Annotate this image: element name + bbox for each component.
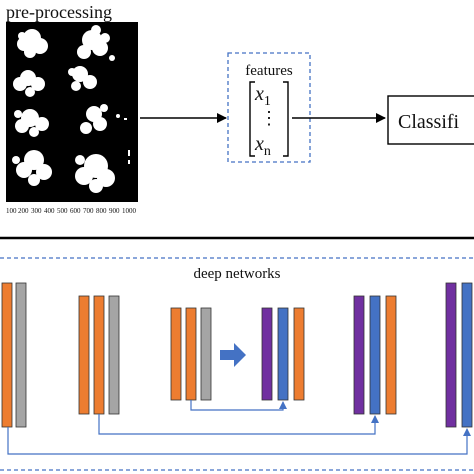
axis-tick: 200 xyxy=(18,207,29,215)
binary-image xyxy=(6,22,138,202)
axis-tick: 500 xyxy=(57,207,68,215)
axis-tick: 100 xyxy=(6,207,17,215)
orange-layer xyxy=(185,307,197,401)
classifier-box xyxy=(387,95,474,145)
orange-layer xyxy=(385,295,397,415)
orange-layer xyxy=(293,307,305,401)
gray-layer xyxy=(15,282,27,428)
skip-connection xyxy=(190,400,287,411)
orange-layer xyxy=(1,282,13,428)
orange-layer xyxy=(93,295,105,415)
axis-tick: 300 xyxy=(31,207,42,215)
feature-ellipsis: ⋮ xyxy=(260,108,278,128)
axis-tick: 1000 xyxy=(122,207,137,215)
features-label: features xyxy=(245,63,293,79)
image-axis-ticks: 100 200 300 400 500 600 700 800 900 1000 xyxy=(6,207,137,215)
feature-xn: xn xyxy=(254,133,271,159)
blue-layer xyxy=(369,295,381,415)
purple-layer xyxy=(353,295,365,415)
axis-tick: 700 xyxy=(83,207,94,215)
vector-left-bracket xyxy=(249,81,255,157)
deep-networks-title: deep networks xyxy=(193,266,280,282)
blue-layer xyxy=(461,282,473,428)
axis-tick: 900 xyxy=(109,207,120,215)
orange-layer xyxy=(170,307,182,401)
orange-layer xyxy=(78,295,90,415)
upsample-arrow-icon xyxy=(220,343,246,367)
axis-tick: 600 xyxy=(70,207,81,215)
vector-right-bracket xyxy=(283,81,289,157)
skip-connection xyxy=(98,414,379,435)
gray-layer xyxy=(108,295,120,415)
purple-layer xyxy=(445,282,457,428)
axis-tick: 800 xyxy=(96,207,107,215)
gray-layer xyxy=(200,307,212,401)
skip-connection xyxy=(7,427,471,455)
axis-tick: 400 xyxy=(44,207,55,215)
classifier-label: Classifi xyxy=(398,111,460,133)
blue-layer xyxy=(277,307,289,401)
purple-layer xyxy=(261,307,273,401)
feature-x1: x1 xyxy=(254,83,271,109)
features-box xyxy=(227,52,311,163)
preprocessing-title: pre-processing xyxy=(6,2,112,22)
